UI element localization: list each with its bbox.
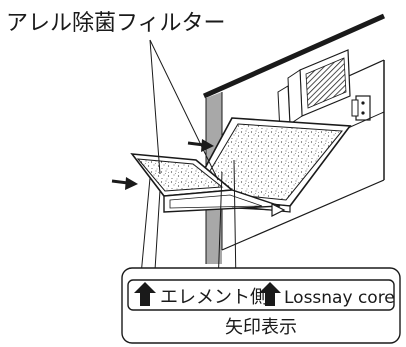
latch-bracket — [351, 95, 371, 121]
up-arrow-icon — [134, 282, 156, 306]
housing-top-edge — [202, 13, 386, 99]
arrow-marking-inner-box — [127, 279, 395, 311]
insert-arrow-lower — [111, 177, 138, 190]
lossnay-core-label: Lossnay core — [284, 288, 395, 308]
title-leader-lines — [149, 39, 219, 181]
filter-title-label: アレル除菌フィルター — [6, 11, 226, 36]
arrow-marking-callout: エレメント側 Lossnay core 矢印表示 — [121, 267, 401, 344]
up-arrow-icon — [259, 282, 281, 306]
element-side-label: エレメント側 — [160, 287, 268, 308]
arrow-marking-caption: 矢印表示 — [225, 317, 297, 338]
